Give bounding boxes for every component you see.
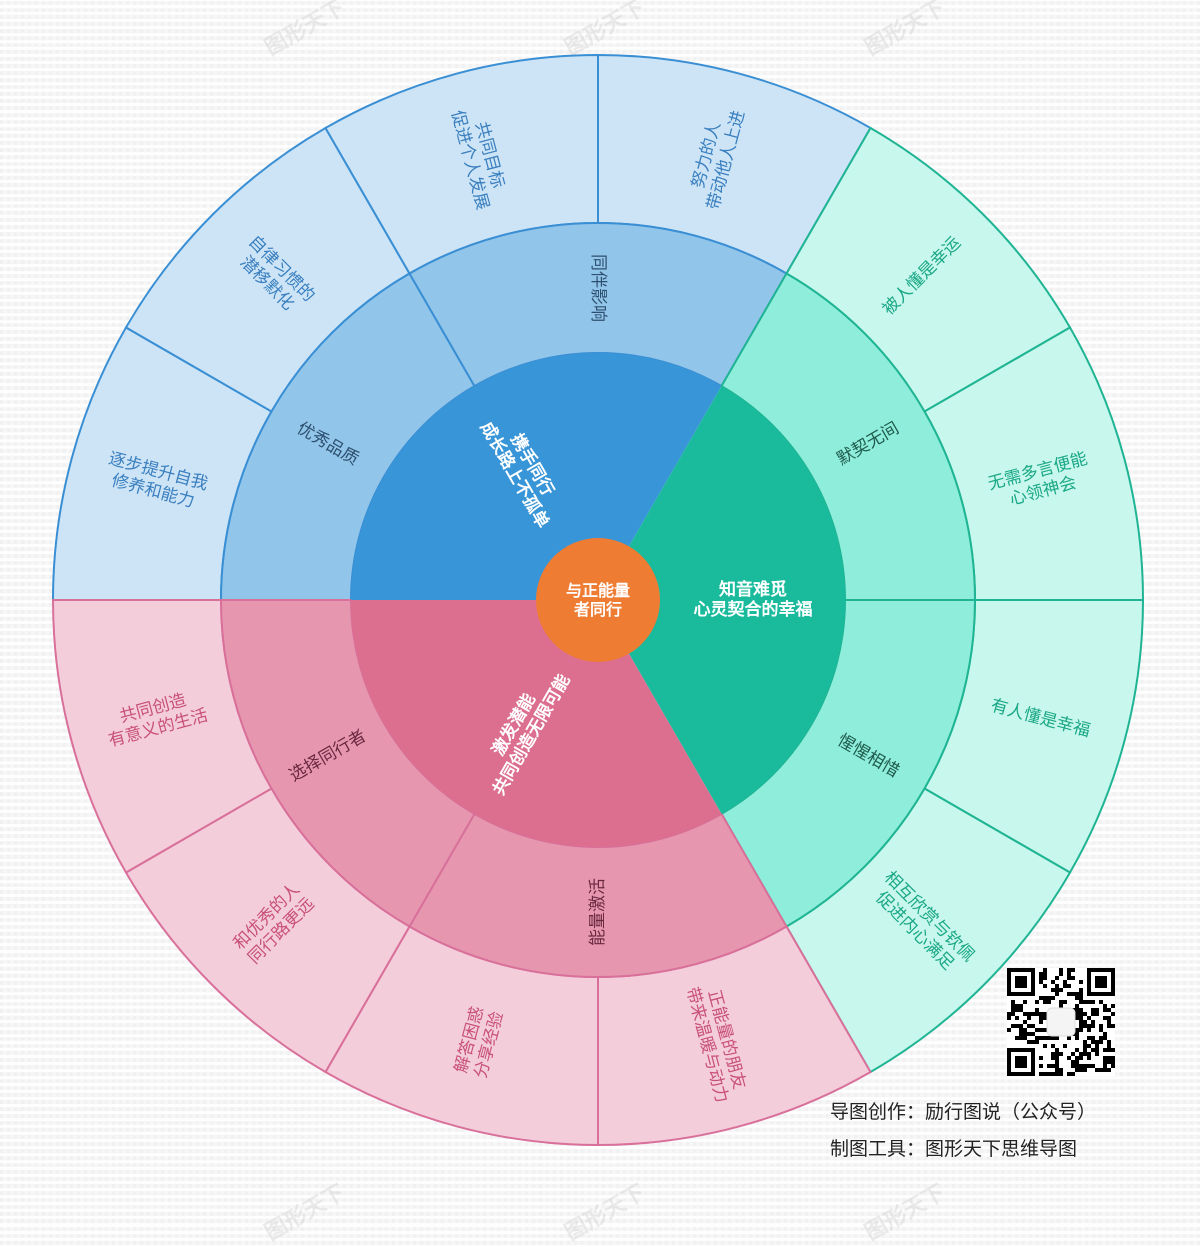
- credit-author: 导图创作：励行图说（公众号）: [830, 1101, 1097, 1123]
- branch-label-line: 心灵契合的幸福: [694, 599, 813, 620]
- branch-segment[interactable]: [351, 353, 722, 600]
- center-label-line: 与正能量: [566, 581, 630, 600]
- subtopic-label: 能量激活: [588, 878, 608, 946]
- credit-tool: 制图工具：图形天下思维导图: [830, 1138, 1078, 1160]
- subtopic-label-line: 同伴影响: [588, 254, 608, 322]
- center-label-line: 者同行: [573, 600, 622, 619]
- qr-code: [1007, 968, 1115, 1076]
- center-topic[interactable]: [536, 538, 660, 662]
- branch-segment[interactable]: [351, 600, 722, 847]
- credits: 导图创作：励行图说（公众号） 制图工具：图形天下思维导图: [830, 1094, 1096, 1168]
- branch-label-line: 知音难觅: [718, 579, 787, 600]
- subtopic-label: 同伴影响: [588, 254, 608, 322]
- subtopic-label-line: 能量激活: [588, 878, 608, 946]
- branch-segment[interactable]: [598, 386, 845, 814]
